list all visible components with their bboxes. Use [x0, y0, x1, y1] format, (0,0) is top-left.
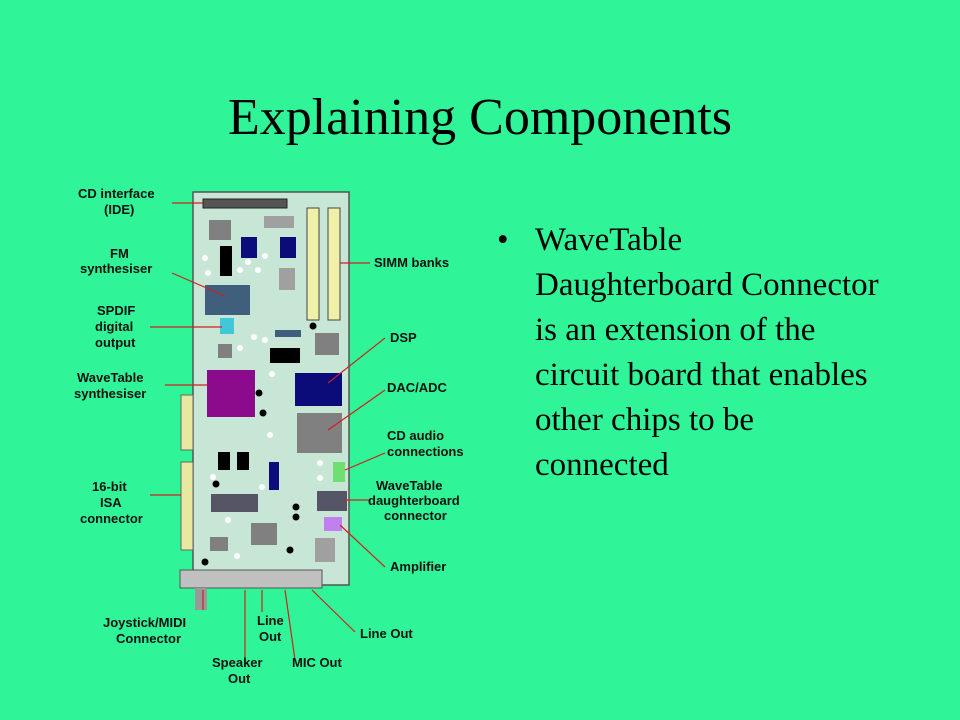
spdif-chip — [220, 318, 234, 334]
chip — [275, 330, 301, 337]
label-line-out-small: Line — [257, 613, 284, 628]
chip — [218, 452, 230, 470]
wavetable-daughterboard-connector — [317, 491, 347, 511]
isa-edge-lower — [180, 461, 194, 551]
label-cd-interface: CD interface — [78, 186, 155, 201]
label-fm-synthesiser: synthesiser — [80, 261, 152, 276]
label-spdif-digital: digital — [95, 319, 133, 334]
chip — [211, 494, 258, 512]
capacitors — [202, 253, 323, 559]
bracket-tab — [195, 588, 207, 610]
label-spdif: SPDIF — [97, 303, 135, 318]
chip — [220, 246, 232, 276]
label-wt-daughterboard: daughterboard — [368, 493, 460, 508]
chip — [210, 537, 228, 551]
chip — [269, 462, 279, 490]
label-wavetable-synthesiser: synthesiser — [74, 386, 146, 401]
label-isa-16bit: 16-bit — [92, 479, 127, 494]
label-spdif-output: output — [95, 335, 136, 350]
dac-adc-chip — [297, 413, 342, 453]
chip — [280, 237, 296, 258]
label-mic-out: MIC Out — [292, 655, 342, 670]
label-wt-daughter: WaveTable — [376, 478, 442, 493]
label-simm-banks: SIMM banks — [374, 255, 449, 270]
leader-lines — [150, 202, 386, 661]
label-line-out-right: Line Out — [360, 626, 413, 641]
chip — [237, 452, 249, 470]
fm-synthesiser-chip — [205, 285, 250, 315]
label-amplifier: Amplifier — [390, 559, 446, 574]
label-joystick: Joystick/MIDI — [103, 615, 186, 630]
label-joystick-connector: Connector — [116, 631, 181, 646]
mounting-bracket — [179, 569, 323, 589]
label-isa-connector: connector — [80, 511, 143, 526]
slide-title: Explaining Components — [227, 89, 733, 146]
diagram-labels: CD interface (IDE) FM synthesiser SPDIF … — [74, 186, 464, 686]
bullet-text: WaveTable Daughterboard Connector is an … — [535, 222, 879, 483]
label-dsp: DSP — [390, 330, 417, 345]
label-isa: ISA — [100, 495, 122, 510]
wavetable-synth-chip — [207, 370, 255, 417]
label-speaker: Speaker — [212, 655, 263, 670]
label-speaker-out: Out — [228, 671, 251, 686]
chip — [251, 523, 277, 545]
chip — [218, 344, 232, 358]
ide-connector — [202, 198, 288, 209]
simm-bank-2 — [327, 207, 341, 321]
chip — [279, 268, 295, 290]
label-wt-connector: connector — [384, 508, 447, 523]
isa-edge-upper — [180, 394, 194, 451]
chip — [241, 237, 257, 258]
label-cd-audio: CD audio — [387, 428, 444, 443]
bullet-marker: • — [497, 222, 509, 258]
cd-audio-connector — [333, 462, 345, 482]
label-line-out-small-out: Out — [259, 629, 282, 644]
simm-bank-1 — [306, 207, 320, 321]
chip — [270, 348, 300, 363]
label-fm: FM — [110, 246, 129, 261]
label-cd-interface-ide: (IDE) — [104, 202, 134, 217]
dark-components — [201, 322, 317, 566]
chip — [209, 220, 231, 240]
amplifier-chip — [324, 517, 342, 531]
chip — [315, 333, 339, 355]
label-cd-audio-connections: connections — [387, 444, 464, 459]
chip — [315, 538, 335, 562]
chip — [264, 216, 294, 228]
label-dac-adc: DAC/ADC — [387, 380, 448, 395]
label-wavetable: WaveTable — [77, 370, 143, 385]
